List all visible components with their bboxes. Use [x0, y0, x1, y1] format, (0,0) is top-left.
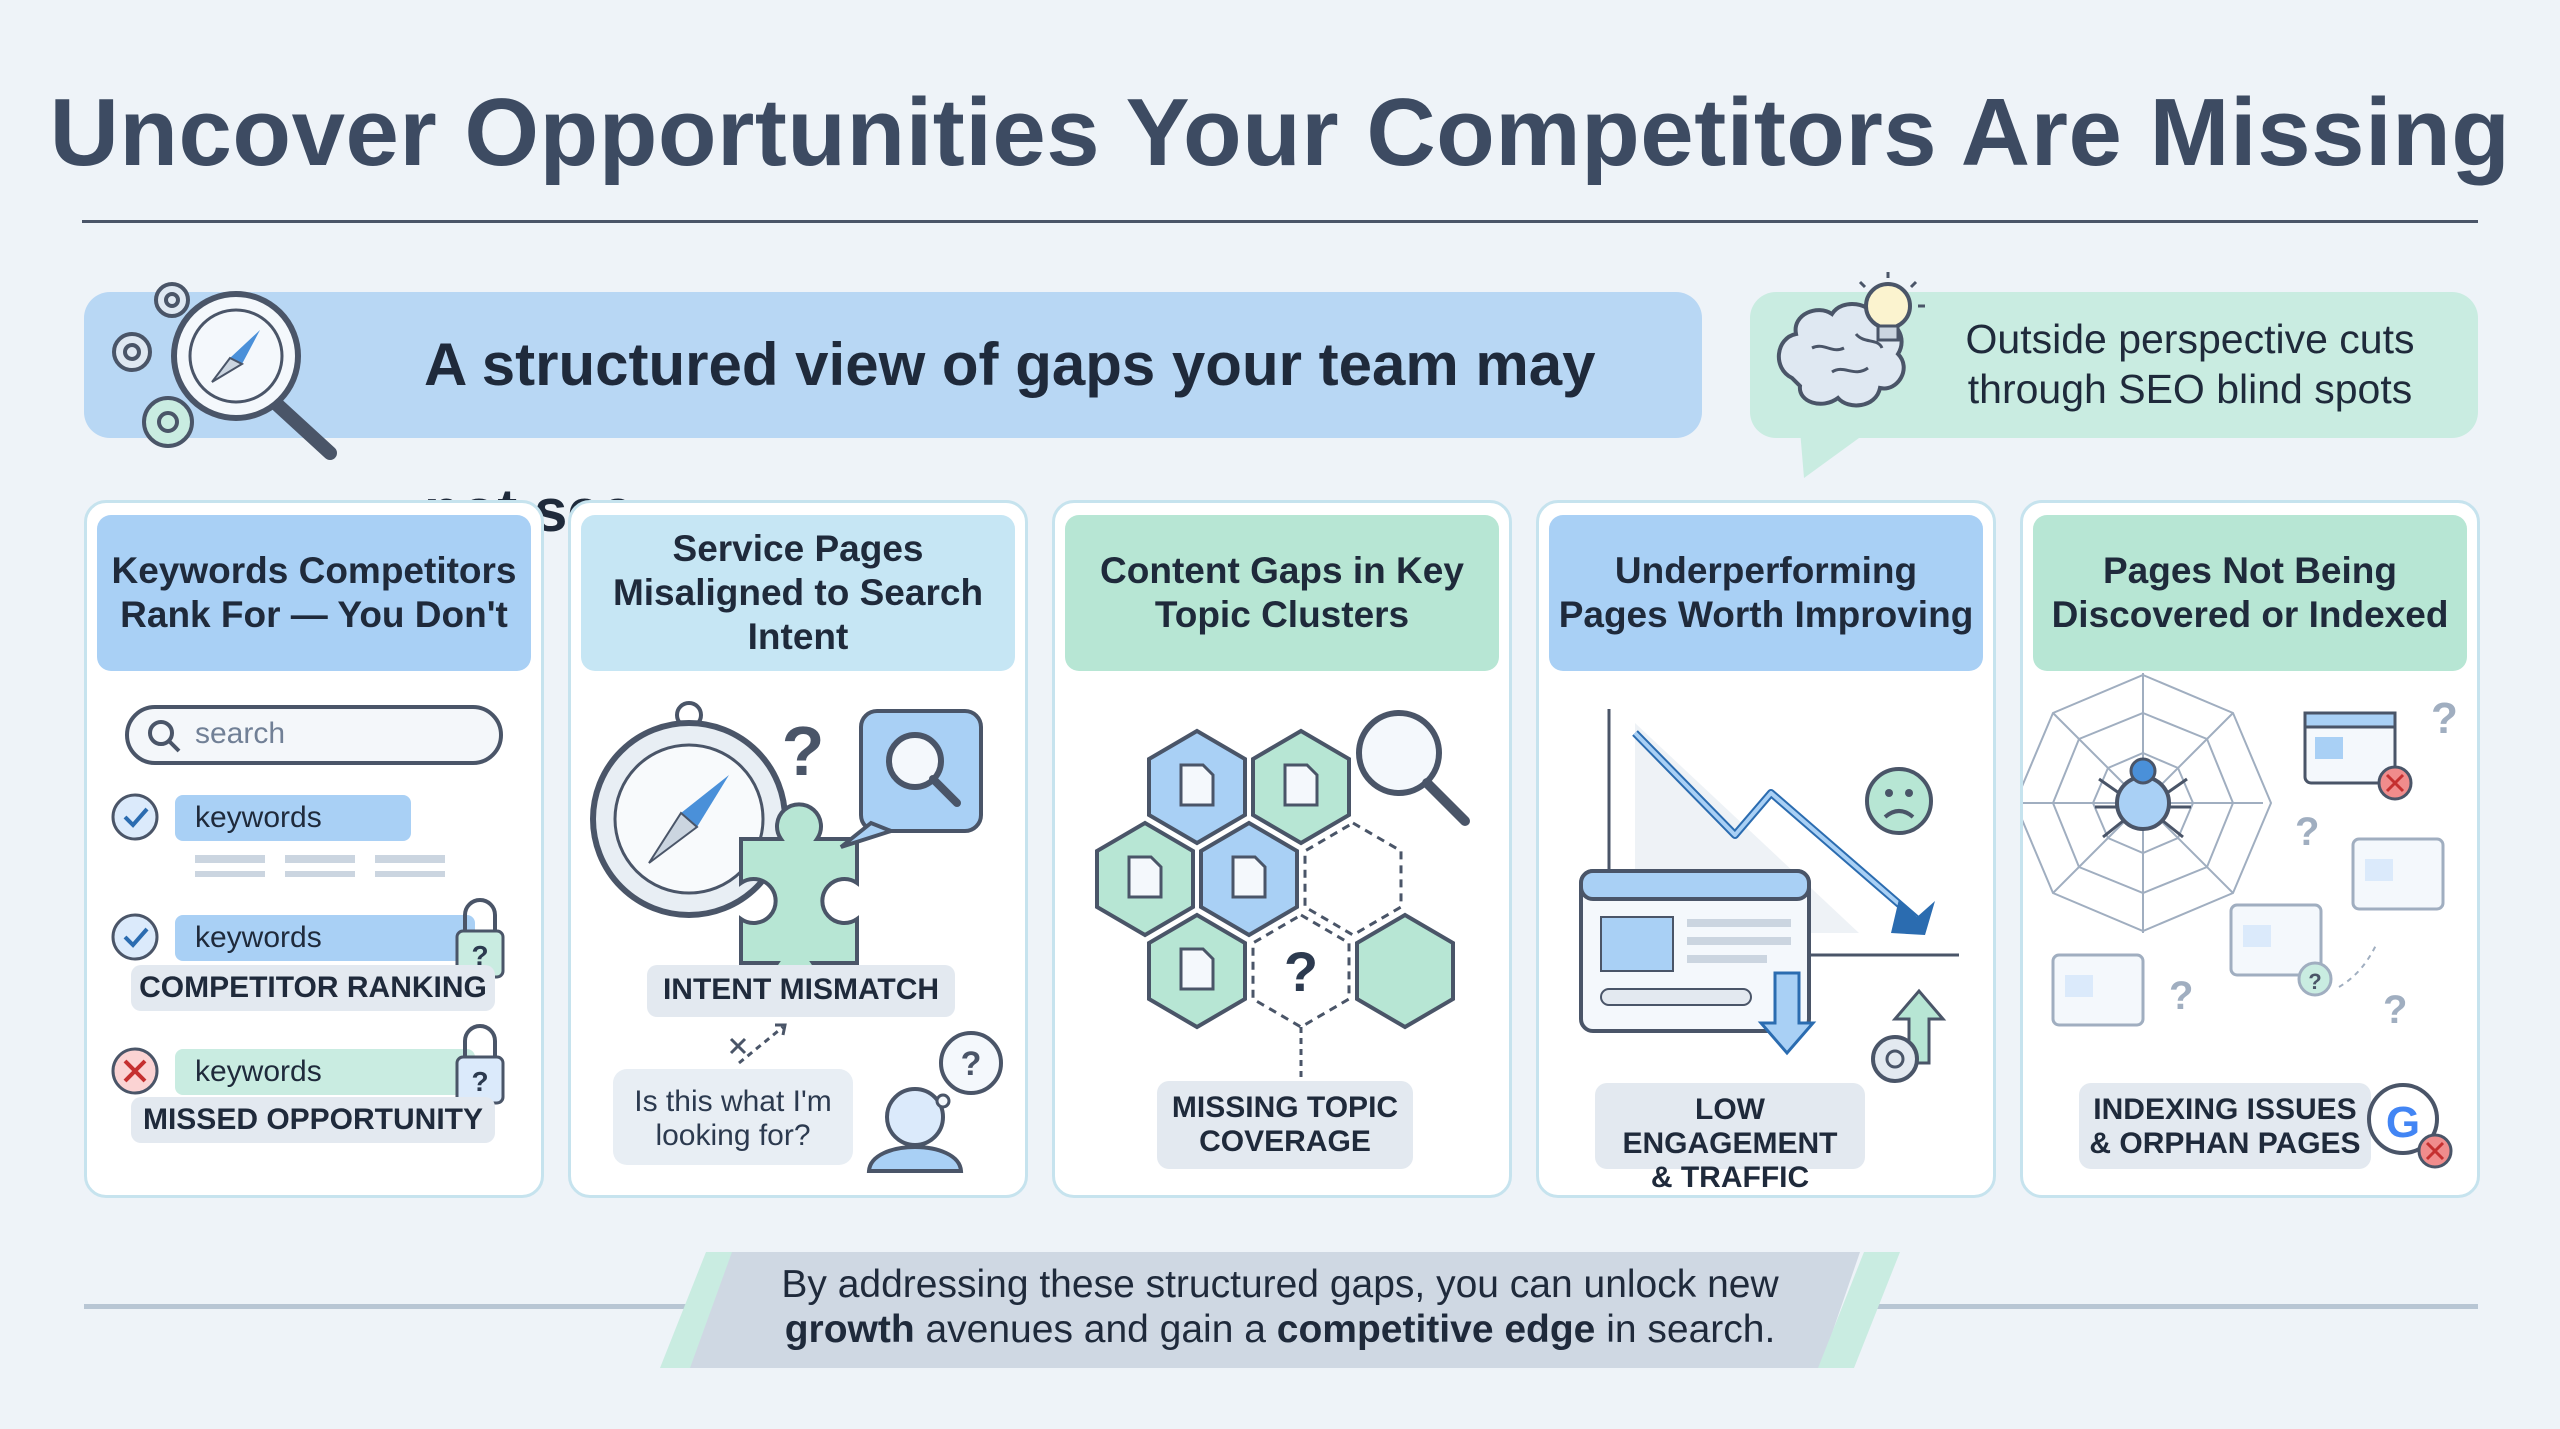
- svg-text:?: ?: [2295, 810, 2319, 854]
- footer-rule-right: [1860, 1304, 2478, 1309]
- card-heading: Keywords Competitors Rank For — You Don'…: [97, 515, 531, 671]
- label-line-1: LOW ENGAGEMENT: [1622, 1093, 1838, 1160]
- intent-mismatch-label: INTENT MISMATCH: [662, 973, 940, 1006]
- keyword-tag: keywords: [195, 1055, 322, 1088]
- keyword-tag: keywords: [195, 801, 322, 834]
- card-heading: Service Pages Misaligned to Search Inten…: [581, 515, 1015, 671]
- low-engagement-label: LOW ENGAGEMENT & TRAFFIC: [1595, 1093, 1865, 1195]
- card-heading: Content Gaps in Key Topic Clusters: [1065, 515, 1499, 671]
- spider-web-illustration: ? ? ? ? ? G: [2023, 673, 2458, 1169]
- title-divider: [82, 220, 2478, 223]
- brain-lightbulb-icon: [1776, 272, 1925, 408]
- label-line-1: INDEXING ISSUES: [2093, 1093, 2357, 1126]
- svg-text:?: ?: [471, 940, 488, 971]
- missing-topic-label: MISSING TOPIC COVERAGE: [1157, 1091, 1413, 1159]
- keyword-tag: keywords: [195, 921, 322, 954]
- indexing-issues-label: INDEXING ISSUES & ORPHAN PAGES: [2079, 1093, 2371, 1161]
- card-heading: Underperforming Pages Worth Improving: [1549, 515, 1983, 671]
- svg-text:?: ?: [2169, 974, 2193, 1018]
- svg-text:?: ?: [2308, 969, 2321, 994]
- svg-text:?: ?: [1284, 940, 1318, 1003]
- competitor-ranking-label: COMPETITOR RANKING: [139, 971, 487, 1004]
- card-content-gaps: Content Gaps in Key Topic Clusters ? MIS…: [1052, 500, 1512, 1198]
- callout-line-1: Outside perspective cuts: [1965, 316, 2415, 362]
- svg-text:?: ?: [2431, 694, 2458, 743]
- competitor-keywords-illustration: ? ?: [111, 705, 505, 1143]
- question-line-2: looking for?: [655, 1119, 811, 1152]
- callout-line-2: through SEO blind spots: [1967, 366, 2413, 412]
- svg-text:?: ?: [2383, 988, 2407, 1032]
- svg-text:G: G: [2386, 1098, 2420, 1147]
- footer-emphasis-growth: growth: [784, 1308, 915, 1351]
- label-line-1: MISSING TOPIC: [1171, 1091, 1399, 1124]
- callout-tail: [1800, 430, 1870, 478]
- card-heading: Pages Not Being Discovered or Indexed: [2033, 515, 2467, 671]
- footer-message: By addressing these structured gaps, you…: [740, 1262, 1820, 1352]
- declining-traffic-illustration: [1579, 709, 1959, 1169]
- footer-line-2: growth avenues and gain a competitive ed…: [740, 1307, 1820, 1352]
- compass-magnifier-icon: [112, 282, 337, 460]
- footer-rule-left: [84, 1304, 704, 1309]
- label-line-2: & TRAFFIC: [1650, 1161, 1810, 1194]
- card-search-intent: Service Pages Misaligned to Search Inten…: [568, 500, 1028, 1198]
- summary-banner: A structured view of gaps your team may …: [84, 292, 1702, 544]
- search-intent-illustration: ? ?: [590, 701, 1003, 1173]
- footer-text-part: in search.: [1595, 1308, 1776, 1351]
- card-underperforming-pages: Underperforming Pages Worth Improving LO…: [1536, 500, 1996, 1198]
- label-line-2: & ORPHAN PAGES: [2089, 1127, 2361, 1160]
- search-input: search: [195, 717, 286, 750]
- question-line-1: Is this what I'm: [634, 1085, 832, 1118]
- label-line-2: COVERAGE: [1199, 1125, 1371, 1158]
- callout-text: Outside perspective cuts through SEO bli…: [1920, 314, 2460, 414]
- banner-text: A structured view of gaps your team may …: [424, 331, 1596, 544]
- missed-opportunity-label: MISSED OPPORTUNITY: [142, 1103, 484, 1136]
- card-competitor-keywords: Keywords Competitors Rank For — You Don'…: [84, 500, 544, 1198]
- card-not-indexed: Pages Not Being Discovered or Indexed ? …: [2020, 500, 2480, 1198]
- user-question: Is this what I'm looking for?: [613, 1085, 853, 1153]
- footer-emphasis-edge: competitive edge: [1276, 1308, 1596, 1351]
- footer-panel: [660, 1252, 1900, 1368]
- svg-text:?: ?: [471, 1066, 488, 1097]
- svg-text:?: ?: [961, 1045, 982, 1083]
- svg-text:?: ?: [782, 712, 825, 790]
- footer-line-1: By addressing these structured gaps, you…: [781, 1263, 1779, 1306]
- footer-text-part: avenues and gain a: [914, 1308, 1277, 1351]
- page-title: Uncover Opportunities Your Competitors A…: [49, 79, 2511, 186]
- topic-cluster-illustration: ?: [1095, 710, 1470, 1169]
